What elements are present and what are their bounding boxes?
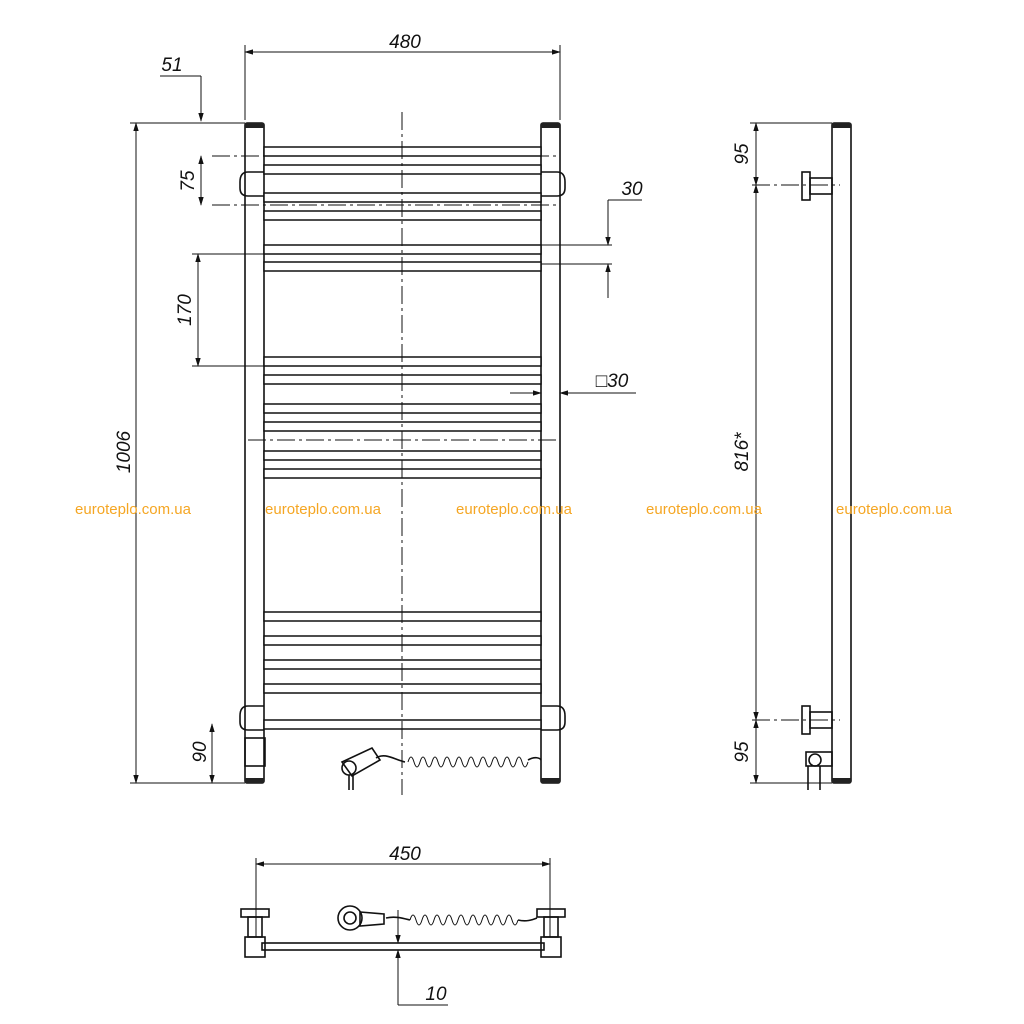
dim-plan-width: 450 (389, 844, 421, 865)
watermark-text: euroteplo.com.ua (836, 501, 953, 518)
left-bottom-cap (245, 778, 264, 783)
dim-total-height: 1006 (114, 430, 135, 473)
watermark-text: euroteplo.com.ua (265, 501, 382, 518)
dim-profile: □30 (596, 371, 629, 392)
front-view: 480 51 75 30 170 □30 1006 90 (114, 32, 643, 795)
dim-bar-section: 170 (175, 294, 196, 326)
dim-side-top: 95 (732, 143, 753, 165)
left-top-cap (245, 123, 264, 128)
watermarks: euroteplo.com.ua euroteplo.com.ua eurote… (75, 501, 953, 518)
plan-plug-icon (337, 905, 385, 931)
side-plug-icon (805, 751, 833, 790)
right-bottom-cap (541, 778, 560, 783)
coiled-cable (375, 755, 542, 768)
dim-plan-offset: 10 (425, 984, 447, 1005)
dim-side-bottom: 95 (732, 741, 753, 763)
plan-view: 450 10 (240, 844, 566, 1006)
dim-bar-pitch-top: 75 (178, 170, 199, 192)
right-top-cap (541, 123, 560, 128)
heater-thermostat-box (244, 737, 266, 767)
bracket-top-left (239, 171, 264, 197)
left-collector (244, 122, 265, 784)
dim-top-gap: 51 (161, 55, 182, 76)
dim-front-width: 480 (389, 32, 421, 53)
dim-side-between: 816* (732, 432, 753, 472)
bracket-bottom-left (239, 705, 264, 731)
side-collector (831, 122, 852, 784)
bracket-bottom-right (541, 705, 566, 731)
right-collector (540, 122, 561, 784)
side-view: 95 816* 95 (732, 122, 852, 790)
plan-bar (261, 942, 545, 951)
watermark-text: euroteplo.com.ua (456, 501, 573, 518)
bracket-top-right (541, 171, 566, 197)
dim-bar-gap: 30 (621, 179, 643, 200)
watermark-text: euroteplo.com.ua (646, 501, 763, 518)
side-mount-top (801, 171, 833, 201)
plan-coiled-cable (409, 914, 519, 926)
watermark-text: euroteplo.com.ua (75, 501, 192, 518)
power-plug-icon (340, 746, 382, 790)
dim-bottom-connection: 90 (190, 741, 211, 763)
